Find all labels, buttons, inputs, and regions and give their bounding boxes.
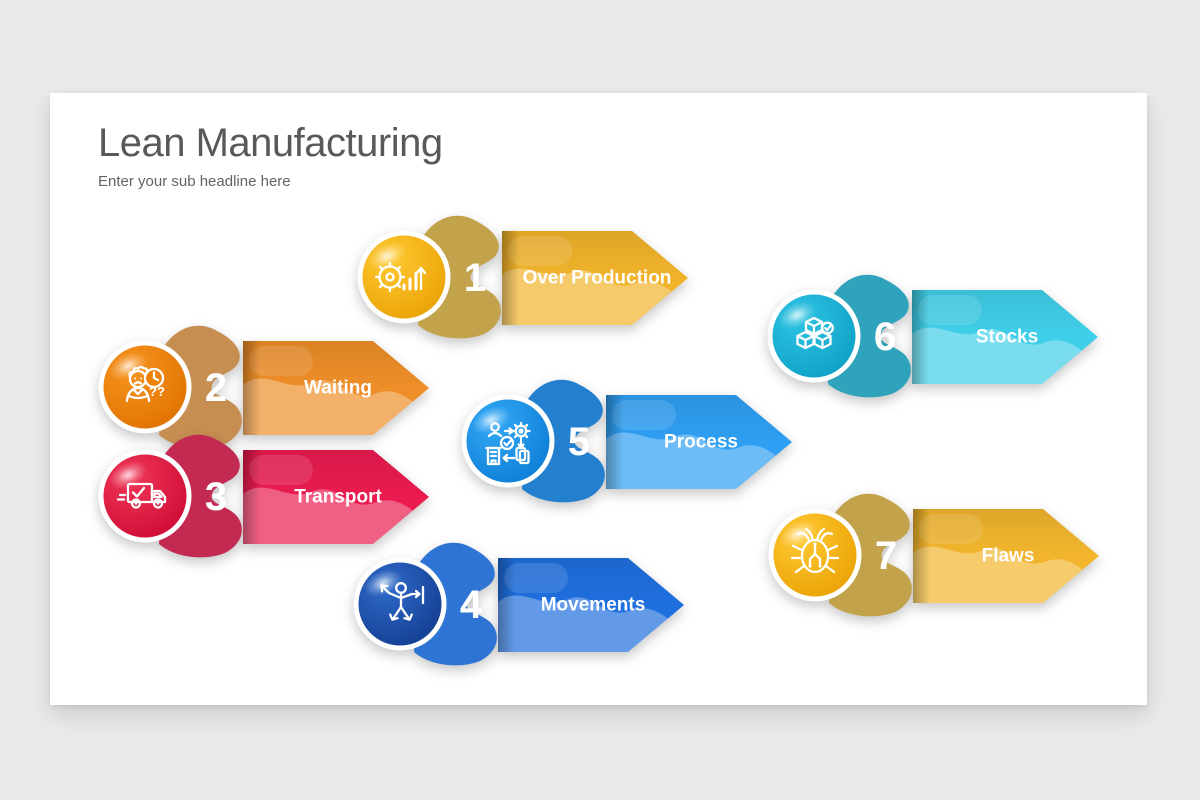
icon-badge (768, 508, 862, 602)
item-number: 7 (875, 534, 897, 578)
slide-canvas: Lean Manufacturing Enter your sub headli… (50, 93, 1147, 705)
slide-subtitle: Enter your sub headline here (98, 173, 291, 190)
icon-badge (353, 557, 447, 651)
gear-chart-icon (374, 261, 427, 293)
icon-badge: ?? (98, 340, 192, 434)
waiting-person-clock-icon: ?? (125, 365, 165, 403)
wave-decoration (243, 378, 429, 435)
item-label: Process (664, 432, 738, 453)
item-label: Transport (294, 487, 382, 508)
arrow-banner (606, 395, 792, 489)
item-movements: 4 Movements (350, 542, 690, 666)
item-transport: 3 Transport (95, 434, 435, 558)
arrow-banner (498, 558, 684, 652)
icon-badge (767, 289, 861, 383)
item-stocks: 6 Stocks (764, 274, 1104, 398)
process-workflow-icon (485, 421, 531, 466)
item-label: Stocks (976, 327, 1038, 348)
arrow-banner (913, 509, 1099, 603)
body-movement-icon (380, 582, 425, 621)
icon-badge (98, 449, 192, 543)
item-number: 5 (568, 420, 590, 464)
wave-decoration (913, 546, 1099, 603)
item-flaws: 7 Flaws (765, 493, 1105, 617)
wave-decoration (606, 432, 792, 489)
wave-decoration (502, 268, 688, 325)
item-label: Flaws (982, 546, 1035, 567)
truck-check-icon (116, 482, 167, 509)
wave-decoration (912, 327, 1098, 384)
item-label: Waiting (304, 378, 372, 399)
icon-badge (357, 230, 451, 324)
item-number: 4 (460, 583, 483, 627)
item-number: 2 (205, 366, 227, 410)
item-number: 1 (464, 256, 486, 300)
item-over-production: 1 Over Production (354, 215, 694, 339)
wave-decoration (498, 595, 684, 652)
icon-badge (461, 394, 555, 488)
item-label: Over Production (523, 268, 672, 289)
question-marks: ?? (149, 384, 165, 399)
item-number: 3 (205, 475, 227, 519)
bug-circuit-icon (790, 527, 840, 574)
item-process: 5 Process (458, 379, 798, 503)
item-waiting: ?? 2 Waiting (95, 325, 435, 449)
slide-title: Lean Manufacturing (98, 121, 443, 165)
stock-cubes-icon (796, 316, 834, 350)
item-label: Movements (541, 595, 646, 616)
item-number: 6 (874, 315, 896, 359)
wave-decoration (243, 487, 429, 544)
